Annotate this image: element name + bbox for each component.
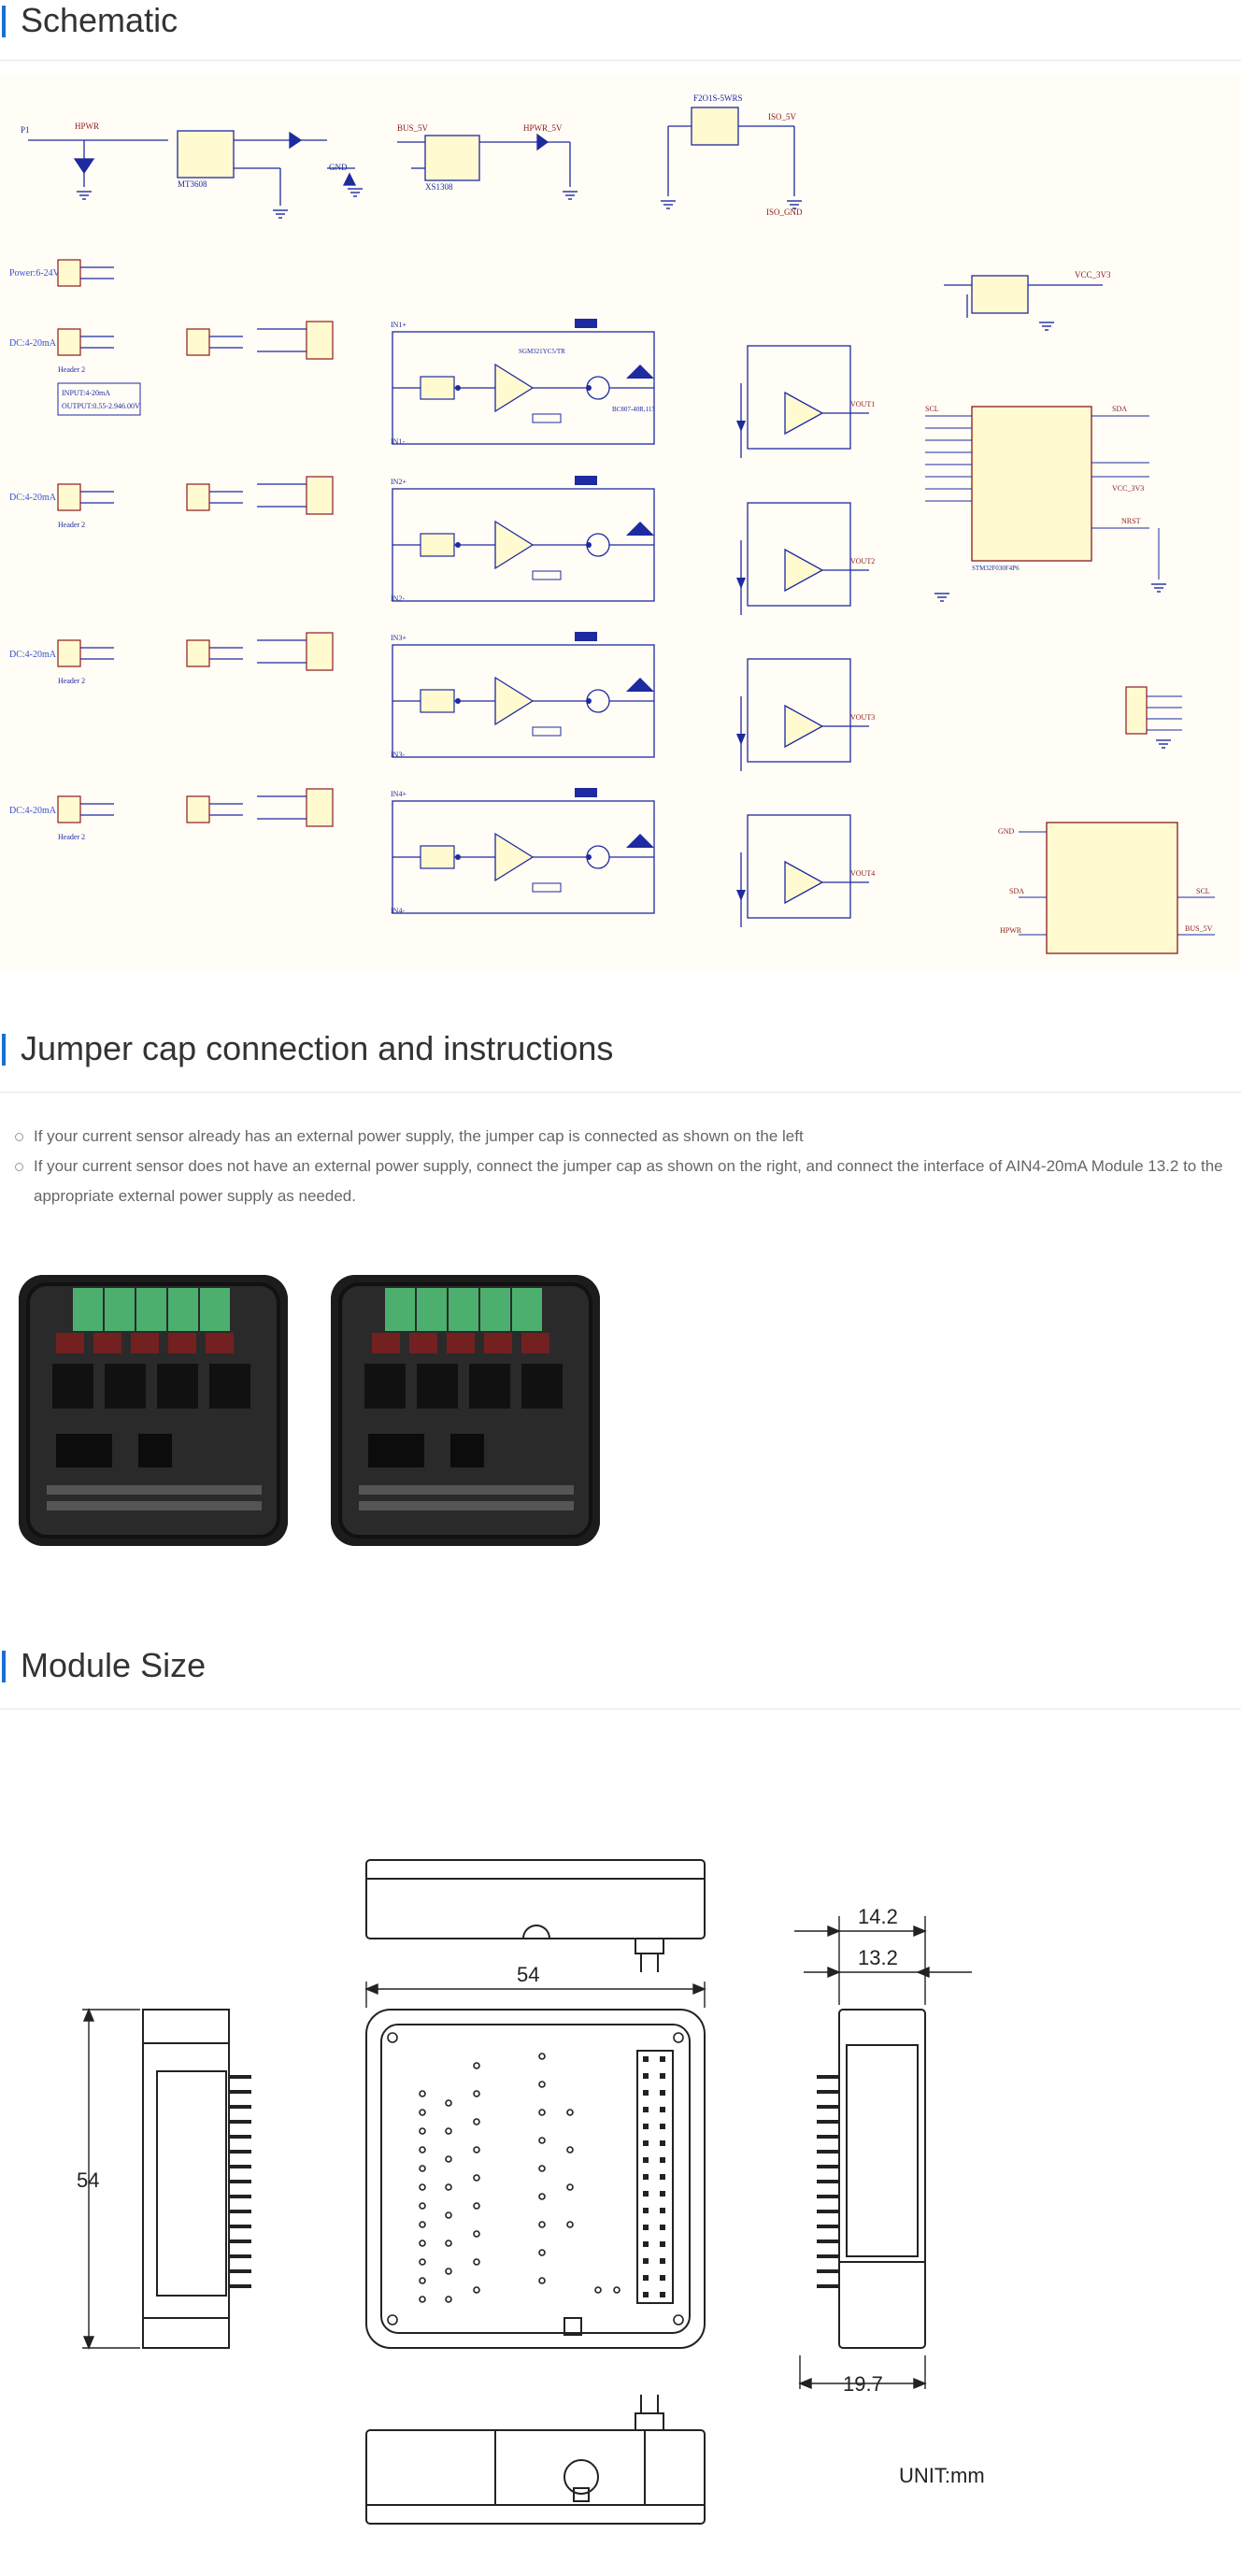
op-label: SGM321YC5/TR [519,348,565,355]
schematic-image: P1 HPWR MT3608 GND BUS_5V XS1308 HPWR_5V… [0,75,1241,972]
hpwr-label: HPWR [75,122,99,131]
section-title-jumper: Jumper cap connection and instructions [0,1028,1241,1069]
vcc33-label: VCC_3V3 [1075,270,1111,279]
jumper-instructions: If your current sensor already has an ex… [13,1122,1228,1211]
ch1-vout: VOUT1 [850,400,875,408]
header-label-3: Header 2 [58,677,85,685]
sda-label: SDA [1112,405,1127,413]
ch2-in: IN2+ [391,478,407,486]
ch1-in: IN1+ [391,321,407,329]
jumper-photo-left [19,1275,288,1546]
bus-hpwr-label: HPWR [1000,926,1022,935]
hpwr5v-label: HPWR_5V [523,123,563,133]
ch1-out: IN1- [391,437,405,446]
channel-3: IN3+ IN3- VOUT3 [391,631,875,772]
dim-depth-outer: 14.2 [858,1905,898,1928]
bus-5v-label: BUS_5V [1185,924,1213,933]
section-title-module-size: Module Size [0,1645,1241,1686]
dim-depth-inner: 13.2 [858,1946,898,1969]
section-title-schematic: Schematic [0,0,1241,41]
u5-label: F2O1S-5WRS [693,93,743,103]
bus-connector [1046,822,1178,954]
instruction-item: If your current sensor already has an ex… [13,1122,1228,1152]
iso-gnd-label: ISO_GND [766,208,803,217]
bus-sda-label: SDA [1009,887,1024,895]
ch2-out: IN2- [391,594,405,603]
ch4-out: IN4- [391,907,405,915]
vcc33-mcu-label: VCC_3V3 [1112,484,1144,493]
header-label-2: Header 2 [58,521,85,529]
module-size-drawing: 54 54 14.2 13.2 19.7 UNIT:mm [77,1859,985,2525]
ch3-out: IN3- [391,751,405,759]
channel-4: IN4+ IN4- VOUT4 [391,787,875,928]
header-label-4: Header 2 [58,833,85,841]
dc-label-2: DC:4-20mA [9,493,57,503]
u17-label: XS1308 [425,182,453,192]
bus-gnd-label: GND [998,827,1015,836]
iso5v-label: ISO_5V [768,112,797,122]
instruction-item: If your current sensor does not have an … [13,1152,1228,1211]
unit-label: UNIT:mm [899,2464,985,2487]
channel-1: IN1+ IN1- VOUT1 [391,318,875,459]
scl-label: SCL [925,405,939,413]
dc-label-4: DC:4-20mA [9,806,57,816]
ch3-vout: VOUT3 [850,713,875,722]
power-input-label: Power:6-24V [9,268,61,279]
channel-2: IN2+ IN2- VOUT2 [391,475,875,616]
bus-scl-label: SCL [1196,887,1210,895]
dim-width: 54 [517,1963,539,1986]
q-label: BC807-40R,115 [612,406,655,413]
ch2-vout: VOUT2 [850,557,875,565]
p1-label: P1 [21,125,30,135]
mcu-label: STM32F030F4P6 [972,565,1020,572]
output-note: OUTPUT:0.55-2.946.00V [62,402,140,410]
header-label-1: Header 2 [58,365,85,374]
ch3-in: IN3+ [391,634,407,642]
bus5v-label: BUS_5V [397,123,429,133]
input-note: INPUT:4-20mA [62,389,110,397]
dim-height: 54 [77,2168,99,2192]
u16-label: MT3608 [178,179,207,189]
section-divider [0,60,1241,61]
ch4-in: IN4+ [391,790,407,798]
section-divider [0,1709,1241,1710]
jumper-photo-right [331,1275,600,1546]
dim-depth-bottom: 19.7 [843,2372,883,2396]
dc-label-1: DC:4-20mA [9,338,57,349]
section-divider [0,1092,1241,1093]
dc-label-3: DC:4-20mA [9,650,57,660]
ch4-vout: VOUT4 [850,869,875,878]
mcu-chip [971,406,1092,562]
gnd-label: GND [329,163,348,172]
nrst-label: NRST [1121,517,1141,525]
